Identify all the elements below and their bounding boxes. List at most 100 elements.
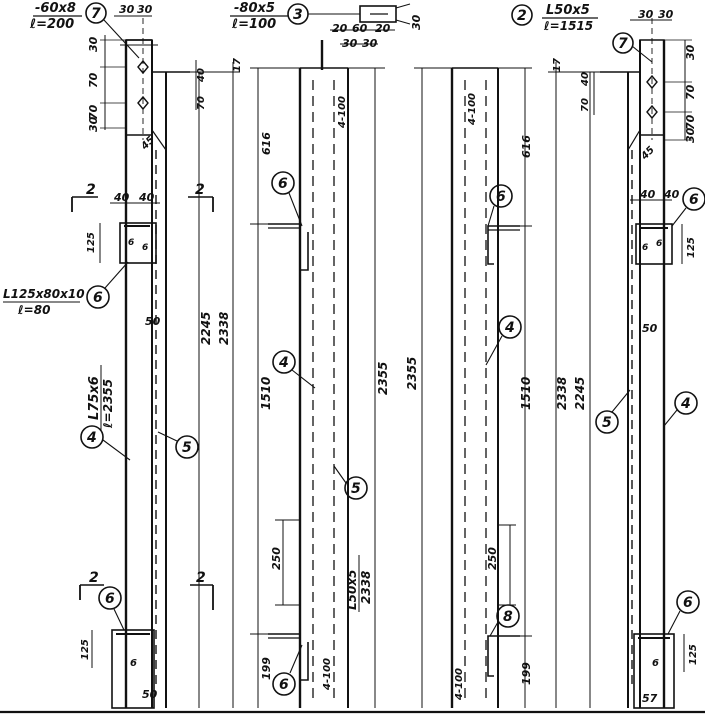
center-right-post: 4-100 4-100 (450, 67, 499, 708)
dim-70-mid: 70 (87, 104, 100, 120)
dim-125-upper: 125 (86, 232, 97, 253)
left-upper-bracket: 6 6 2 2 40 40 125 50 (71, 182, 214, 328)
dim-1510-cr: 1510 (519, 377, 533, 410)
callout-4-cr: 4 (504, 320, 515, 336)
dim-616-cl: 616 (260, 132, 273, 155)
center-left-elevation: -80x5 ℓ=100 3 20 60 20 30 30 30 (230, 1, 423, 708)
dim-250-cr: 250 (486, 547, 499, 570)
dim-50-lower: 50 (142, 688, 158, 701)
angle-inner-size: L50x5 (345, 570, 359, 610)
dim-30-rt: 30 (684, 44, 697, 60)
angle-right-length: ℓ=1515 (543, 19, 593, 33)
right-upper-bracket: 40 40 6 6 6 125 50 (630, 187, 705, 335)
dim-6-rb: 6 (652, 658, 659, 669)
angle-main-size: L75x6 (87, 376, 102, 420)
callout-3: 3 (293, 7, 303, 23)
center-right-dims: 2355 616 1510 199 250 4 (405, 67, 533, 708)
callout-6-cl-top: 6 (278, 176, 288, 192)
dim-199-cr: 199 (520, 662, 533, 685)
callout-6-cr: 6 (496, 189, 506, 205)
callout-4-cl: 4 (278, 355, 289, 371)
callout-4-right: 4 (680, 396, 691, 412)
dim-40-ra: 40 (639, 188, 656, 201)
callout-6-rt: 6 (689, 192, 699, 208)
dim-30-rb: 30 (684, 127, 697, 143)
dim-17-rl: 17 (552, 58, 563, 72)
dim-20-b: 20 (375, 22, 391, 35)
callout-2: 2 (517, 8, 527, 24)
callout-7-left: 7 (91, 6, 101, 22)
right-post (600, 18, 666, 708)
center-right-elevation: 4-100 4-100 6 8 2355 616 1510 199 (405, 67, 533, 708)
dim-70-right: 70 (196, 96, 207, 110)
angle-side-size: L125x80x10 (3, 287, 85, 301)
plate-left-length: ℓ=200 (29, 17, 74, 32)
dim-30-a: 30 (119, 3, 135, 16)
left-elevation: 30 70 70 30 30 30 40 70 17 45 -60x8 ℓ=20… (3, 1, 243, 709)
dim-2355-cl: 2355 (376, 362, 390, 395)
left-top-plate (120, 18, 158, 140)
center-left-dims: 616 1510 199 250 2355 L50x5 2338 4 5 (250, 67, 390, 708)
center-left-post: 4-100 4-100 (298, 40, 349, 708)
spacing-bot-r: 4-100 (454, 668, 465, 701)
callout-6-side: 6 (93, 290, 103, 306)
dim-616-cr: 616 (520, 135, 533, 158)
dim-2355-cr: 2355 (405, 357, 419, 390)
left-top-dims: 30 70 70 30 30 30 40 70 17 45 (87, 3, 243, 153)
dim-20-a: 20 (332, 22, 348, 35)
dim-199-cl: 199 (260, 657, 273, 680)
dim-30-top: 30 (87, 36, 100, 52)
dim-17-left: 17 (232, 58, 243, 72)
section-mark-left: 2 (86, 182, 96, 198)
dim-1510-cl: 1510 (259, 377, 273, 410)
callout-8: 8 (503, 609, 513, 625)
dim-6-rt-b: 6 (656, 239, 662, 249)
dim-30-r2: 30 (658, 8, 674, 21)
dim-40-rl: 40 (580, 72, 591, 87)
dim-40-a: 40 (113, 191, 130, 204)
dim-30-e: 30 (410, 14, 423, 30)
left-lower-bracket: 2 2 6 6 125 50 (79, 570, 214, 709)
dim-40-right: 40 (196, 68, 207, 83)
dim-6-rt-a: 6 (642, 243, 648, 253)
dim-40-b: 40 (138, 191, 155, 204)
plate-left-size: -60x8 (35, 1, 76, 16)
left-main-labels: L75x6 ℓ=2355 4 5 (80, 365, 199, 461)
callout-4-left: 4 (86, 430, 97, 446)
dim-50-upper: 50 (145, 315, 161, 328)
dim-40-rb: 40 (663, 188, 680, 201)
right-angle-label: 2 L50x5 ℓ=1515 7 30 30 (511, 3, 674, 63)
section-mark-low-right: 2 (196, 570, 206, 586)
dim-6-a: 6 (128, 238, 134, 248)
spacing-top: 4-100 (337, 96, 348, 129)
plate-mid-length: ℓ=100 (231, 17, 276, 32)
section-mark-low-left: 2 (89, 570, 99, 586)
dim-30-r1: 30 (638, 8, 654, 21)
section-mark-right: 2 (195, 182, 205, 198)
callout-7-right: 7 (618, 36, 628, 52)
dim-70-rm: 70 (684, 114, 697, 130)
callout-5-cl: 5 (351, 481, 361, 497)
dim-45-left: 45 (139, 134, 157, 152)
callout-5-right: 5 (602, 415, 612, 431)
angle-side-length: ℓ=80 (17, 303, 50, 317)
angle-right-size: L50x5 (546, 3, 590, 18)
dim-250-cl: 250 (270, 547, 283, 570)
spacing-bot: 4-100 (322, 658, 333, 691)
dim-70-rl: 70 (580, 98, 591, 112)
right-long-dims: 2338 2245 5 4 (548, 62, 698, 708)
dim-50-rt: 50 (642, 322, 658, 335)
plate-mid-size: -80x5 (234, 1, 275, 16)
right-elevation: 2 L50x5 ℓ=1515 7 30 30 (511, 3, 705, 709)
callout-6-lower: 6 (105, 591, 115, 607)
dim-30-b: 30 (137, 3, 153, 16)
dim-6-b: 6 (142, 243, 148, 253)
dim-30-d: 30 (362, 37, 378, 50)
callout-5-left: 5 (182, 440, 192, 456)
dim-60: 60 (352, 22, 368, 35)
dim-30-c: 30 (342, 37, 358, 50)
center-right-brackets: 6 8 (487, 184, 520, 677)
callout-6-cl-bot: 6 (279, 677, 289, 693)
left-long-dims: 2245 2338 (190, 62, 240, 708)
